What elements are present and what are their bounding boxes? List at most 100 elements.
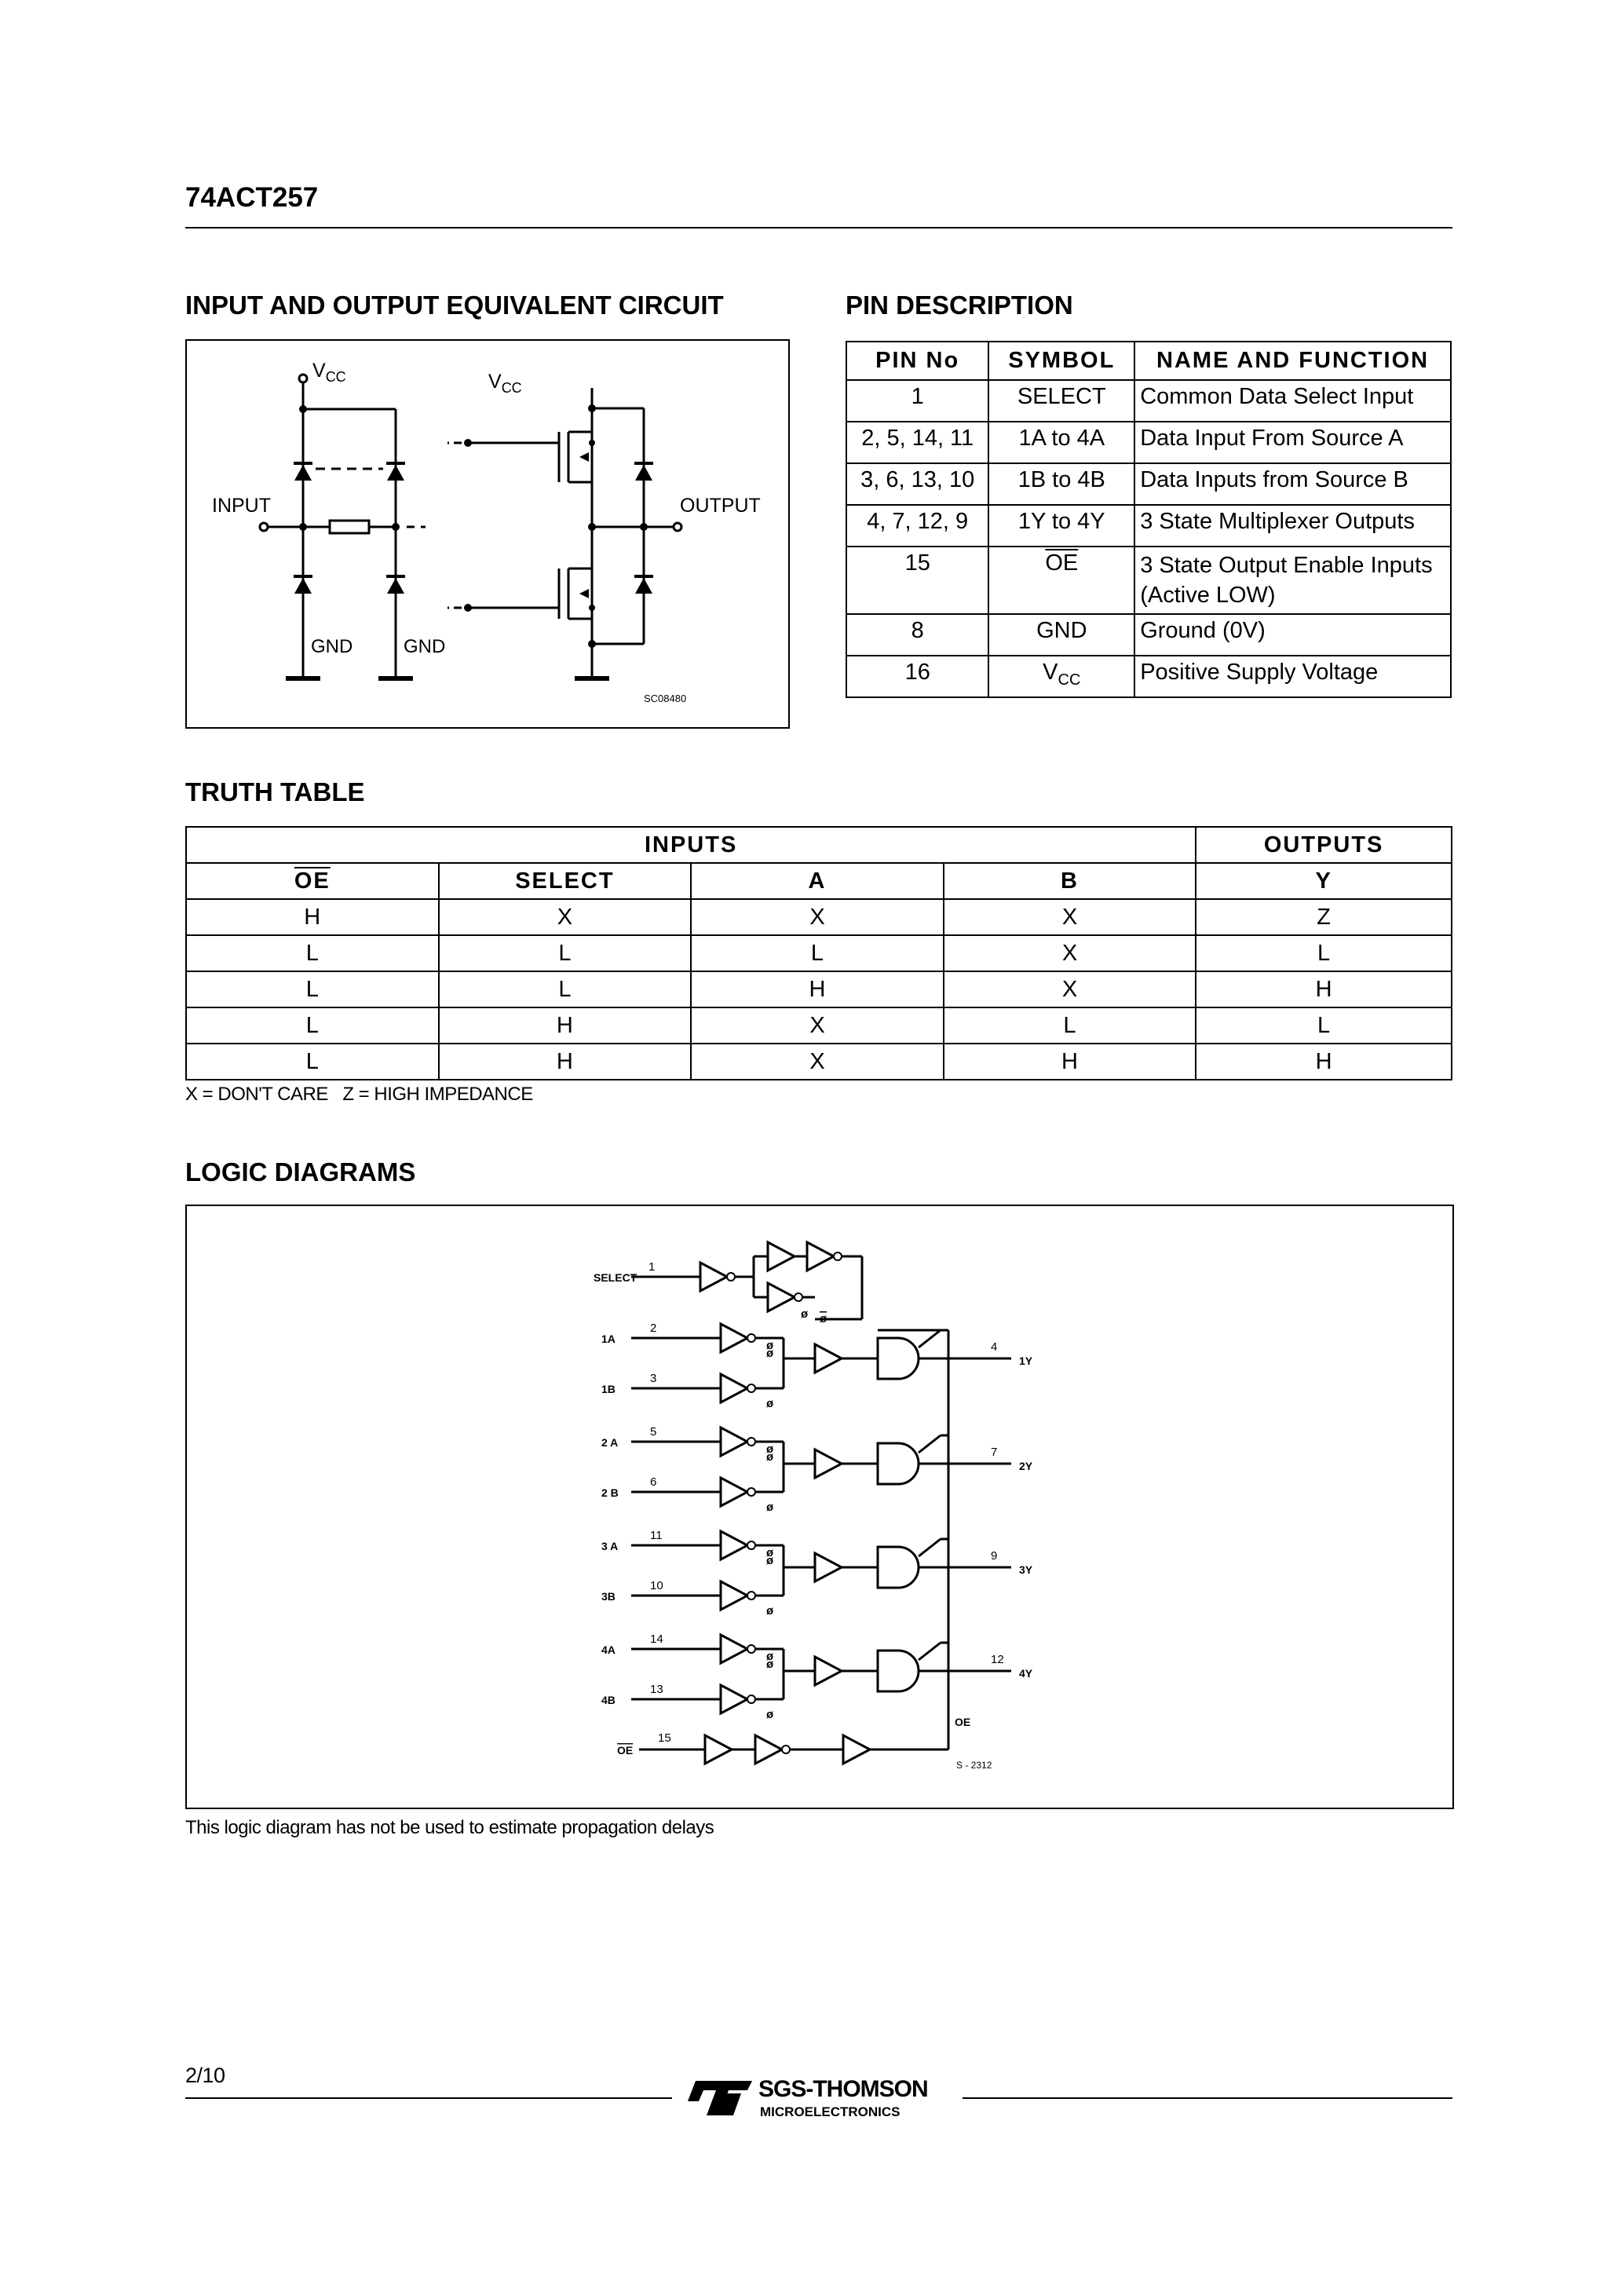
truth-cell: X bbox=[437, 898, 692, 936]
truth-row: L H X L L bbox=[185, 1007, 1452, 1044]
logic-label: 3 A bbox=[601, 1540, 618, 1552]
vcc-right-label: VCC bbox=[488, 371, 522, 396]
section-title-equiv-circuit: INPUT AND OUTPUT EQUIVALENT CIRCUIT bbox=[185, 291, 724, 320]
inverter-bubble bbox=[833, 1252, 842, 1261]
logic-label: OE bbox=[955, 1716, 970, 1728]
logic-label: 1A bbox=[601, 1333, 616, 1345]
section-title-truth-table: TRUTH TABLE bbox=[185, 777, 365, 806]
footer-rule-left bbox=[185, 2097, 672, 2099]
truth-col-y: Y bbox=[1195, 862, 1452, 900]
inverter-bubble bbox=[794, 1292, 803, 1302]
truth-cell: L bbox=[185, 971, 440, 1008]
buffer-gate bbox=[719, 1372, 751, 1405]
truth-cell: H bbox=[690, 971, 944, 1008]
logic-label: 2 A bbox=[601, 1436, 618, 1449]
truth-cell: L bbox=[942, 1007, 1197, 1044]
logic-label: ø bbox=[766, 1397, 774, 1410]
pin-function: Data Inputs from Source B bbox=[1134, 462, 1452, 506]
truth-cell: X bbox=[690, 1007, 944, 1044]
logic-label: 1B bbox=[601, 1383, 616, 1395]
logic-label: 4B bbox=[601, 1694, 616, 1706]
pin-number: 3, 6, 13, 10 bbox=[845, 462, 990, 506]
logic-label: ø bbox=[766, 1442, 774, 1456]
logic-wire bbox=[918, 1434, 941, 1454]
pin-header-pin-no: PIN No bbox=[845, 341, 990, 381]
buffer-gate bbox=[754, 1733, 785, 1766]
inverter-bubble bbox=[747, 1591, 756, 1600]
logic-diagram-note: This logic diagram has not be used to es… bbox=[185, 1817, 714, 1838]
truth-cell: L bbox=[185, 1043, 440, 1080]
truth-cell: X bbox=[942, 934, 1197, 972]
truth-col-select: SELECT bbox=[437, 862, 692, 900]
pin-header-symbol: SYMBOL bbox=[988, 341, 1136, 381]
truth-cell: H bbox=[1195, 1043, 1452, 1080]
buffer-gate bbox=[703, 1733, 735, 1766]
logic-label: ø bbox=[766, 1347, 774, 1360]
pin-function: 3 State Output Enable Inputs (Active LOW… bbox=[1134, 546, 1452, 615]
truth-row: L H X H H bbox=[185, 1043, 1452, 1080]
buffer-gate bbox=[813, 1342, 845, 1375]
truth-cell: L bbox=[1195, 1007, 1452, 1044]
logic-label: 6 bbox=[650, 1475, 656, 1489]
logic-label: 10 bbox=[650, 1579, 663, 1592]
pin-row: 2, 5, 14, 11 1A to 4A Data Input From So… bbox=[845, 421, 1452, 464]
buffer-gate bbox=[806, 1240, 837, 1273]
buffer-gate bbox=[813, 1447, 845, 1480]
logic-label: ø bbox=[766, 1650, 774, 1663]
truth-cell: X bbox=[690, 898, 944, 936]
pin-number: 8 bbox=[845, 613, 990, 656]
vcc-left-label: VCC bbox=[312, 360, 346, 385]
truth-row: H X X X Z bbox=[185, 898, 1452, 936]
logic-label: 13 bbox=[650, 1683, 663, 1696]
pin-row: 3, 6, 13, 10 1B to 4B Data Inputs from S… bbox=[845, 462, 1452, 506]
inverter-bubble bbox=[781, 1745, 791, 1754]
buffer-gate bbox=[719, 1475, 751, 1508]
logic-label: 4A bbox=[601, 1643, 616, 1656]
pin-number: 2, 5, 14, 11 bbox=[845, 421, 990, 464]
truth-table-legend: X = DON'T CARE Z = HIGH IMPEDANCE bbox=[185, 1084, 533, 1105]
logic-label: 3Y bbox=[1019, 1563, 1033, 1576]
logic-label: ø bbox=[801, 1307, 809, 1321]
logic-label: 1Y bbox=[1019, 1355, 1033, 1367]
truth-cell: L bbox=[437, 934, 692, 972]
truth-col-a: A bbox=[690, 862, 944, 900]
buffer-gate bbox=[842, 1733, 873, 1766]
truth-col-oe: OE bbox=[294, 868, 331, 894]
pin-row: 8 GND Ground (0V) bbox=[845, 613, 1452, 656]
logic-label: 2Y bbox=[1019, 1460, 1033, 1472]
buffer-gate bbox=[719, 1529, 751, 1562]
logic-label: ø bbox=[766, 1501, 774, 1514]
pin-row: 1 SELECT Common Data Select Input bbox=[845, 379, 1452, 422]
truth-row: L L L X L bbox=[185, 934, 1452, 972]
pin-function: Positive Supply Voltage bbox=[1134, 655, 1452, 698]
gnd-label-1: GND bbox=[311, 636, 353, 657]
truth-cell: L bbox=[185, 934, 440, 972]
gnd-label-2: GND bbox=[404, 636, 445, 657]
logic-wire bbox=[918, 1537, 941, 1558]
pin-function: Ground (0V) bbox=[1134, 613, 1452, 656]
input-label: INPUT bbox=[212, 495, 271, 517]
pin-function: Data Input From Source A bbox=[1134, 421, 1452, 464]
logic-wire bbox=[918, 1329, 941, 1349]
logic-wire bbox=[918, 1641, 941, 1662]
equiv-circuit-diagram: VCC VCC INPUT OUTPUT GND GND SC08480 bbox=[212, 360, 761, 704]
logic-label: ø bbox=[766, 1546, 774, 1559]
and-gate bbox=[876, 1649, 920, 1693]
logic-label: 15 bbox=[658, 1731, 671, 1745]
equiv-circuit-frame: VCC VCC INPUT OUTPUT GND GND SC08480 bbox=[185, 339, 790, 729]
logic-label: ø bbox=[766, 1450, 774, 1464]
logic-label: 3B bbox=[601, 1590, 616, 1603]
output-label: OUTPUT bbox=[680, 495, 761, 517]
pin-number: 4, 7, 12, 9 bbox=[845, 504, 990, 547]
buffer-gate bbox=[813, 1551, 845, 1584]
inverter-bubble bbox=[747, 1487, 756, 1497]
truth-cell: H bbox=[942, 1043, 1197, 1080]
pin-symbol: OE bbox=[1045, 550, 1079, 576]
pin-symbol: 1A to 4A bbox=[988, 421, 1136, 464]
buffer-gate bbox=[766, 1281, 798, 1314]
logic-label: ø bbox=[766, 1658, 774, 1671]
pin-symbol: 1Y to 4Y bbox=[988, 504, 1136, 547]
section-title-logic-diagrams: LOGIC DIAGRAMS bbox=[185, 1157, 416, 1186]
